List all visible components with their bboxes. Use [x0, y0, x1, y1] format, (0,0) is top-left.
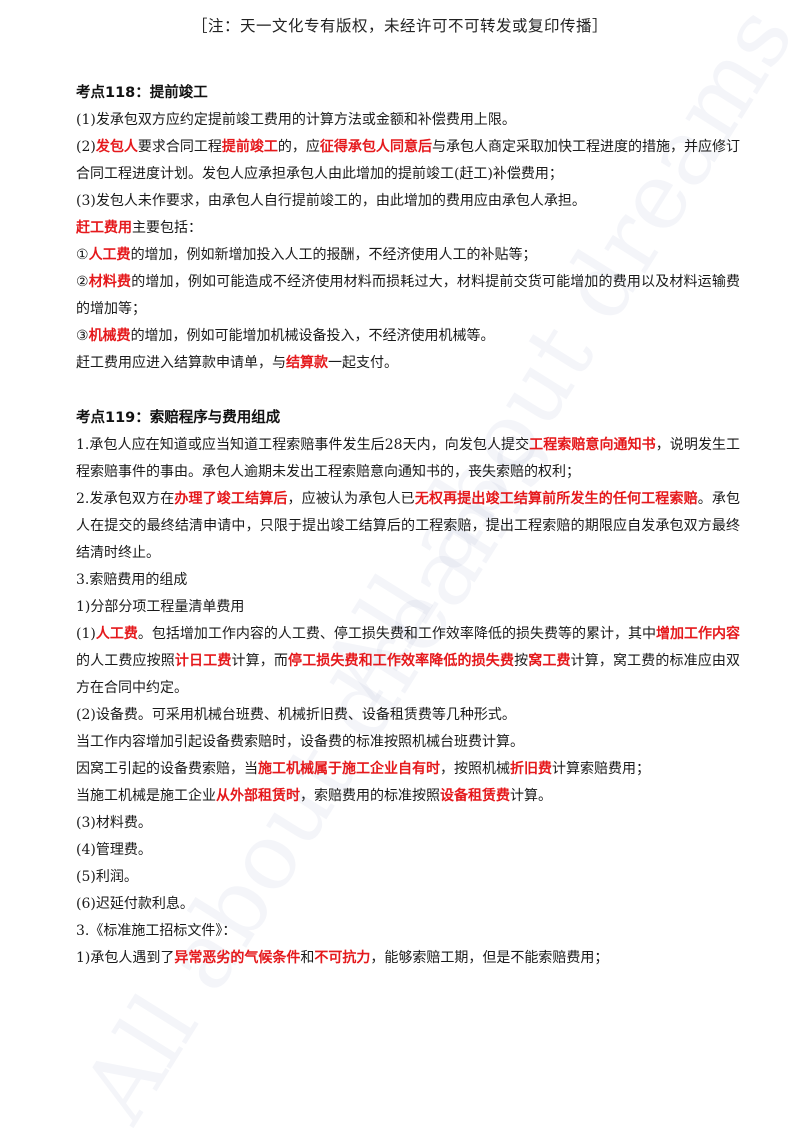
section-body: 1.承包人应在知道或应当知道工程索赔事件发生后28天内，向发包人提交工程索赔意向… [76, 432, 740, 972]
body-text: 要求合同工程 [137, 139, 222, 155]
highlight-text: 赶工费用 [76, 220, 132, 236]
highlight-text: 不可抗力 [314, 950, 371, 966]
paragraph: ③机械费的增加，例如可能增加机械设备投入，不经济使用机械等。 [76, 323, 740, 350]
body-text: (3)发包人未作要求，由承包人自行提前竣工的，由此增加的费用应由承包人承担。 [76, 193, 586, 209]
body-text: 主要包括： [132, 220, 202, 236]
body-text: (3)材料费。 [76, 815, 152, 831]
highlight-text: 设备租赁费 [440, 788, 510, 804]
paragraph: (1)人工费。包括增加工作内容的人工费、停工损失费和工作效率降低的损失费等的累计… [76, 621, 740, 702]
body-text: (5)利润。 [76, 869, 138, 885]
highlight-text: 折旧费 [510, 761, 552, 777]
paragraph: (3)材料费。 [76, 810, 740, 837]
highlight-text: 发包人 [95, 139, 138, 155]
paragraph: (1)发承包双方应约定提前竣工费用的计算方法或金额和补偿费用上限。 [76, 107, 740, 134]
body-text: (4)管理费。 [76, 842, 152, 858]
paragraph: (6)迟延付款利息。 [76, 891, 740, 918]
highlight-text: 人工费 [95, 626, 138, 642]
body-text: ，索赔费用的标准按照 [300, 788, 440, 804]
body-text: ，说明发生工程索赔事件的事由。承包人逾期未发出工程索赔意向通知书的，丧失索赔的权… [76, 437, 741, 480]
body-text: ，能够索赔工期，但是不能索赔费用； [370, 950, 609, 966]
highlight-text: 计日工费 [174, 653, 232, 669]
body-text: 当施工机械是施工企业 [76, 788, 216, 804]
section-body: (1)发承包双方应约定提前竣工费用的计算方法或金额和补偿费用上限。 (2)发包人要… [76, 107, 740, 377]
highlight-text: 机械费 [88, 328, 131, 344]
body-text: ，按照机械 [440, 761, 510, 777]
body-text: 1.承包人应在知道或应当知道工程索赔事件发生后28天内，向发包人提交 [76, 437, 530, 453]
highlight-text: 人工费 [88, 247, 131, 263]
paragraph: 因窝工引起的设备费索赔，当施工机械属于施工企业自有时，按照机械折旧费计算索赔费用… [76, 756, 740, 783]
highlight-text: 施工机械属于施工企业自有时 [258, 761, 440, 777]
body-text: 计算索赔费用； [552, 761, 650, 777]
highlight-text: 异常恶劣的气候条件 [174, 950, 301, 966]
paragraph: ①人工费的增加，例如新增加投入人工的报酬，不经济使用人工的补贴等； [76, 242, 740, 269]
body-text: 当工作内容增加引起设备费索赔时，设备费的标准按照机械台班费计算。 [76, 734, 524, 750]
body-text: 1)承包人遇到了 [76, 950, 175, 966]
paragraph: (2)发包人要求合同工程提前竣工的，应征得承包人同意后与承包人商定采取加快工程进… [76, 134, 740, 188]
body-text: 。包括增加工作内容的人工费、停工损失费和工作效率降低的损失费等的累计，其中 [137, 626, 656, 642]
body-text: 的人工费应按照 [76, 653, 175, 669]
highlight-text: 工程索赔意向通知书 [529, 437, 656, 453]
paragraph: 1.承包人应在知道或应当知道工程索赔事件发生后28天内，向发包人提交工程索赔意向… [76, 432, 740, 486]
highlight-text: 增加工作内容 [655, 626, 741, 642]
paragraph: (4)管理费。 [76, 837, 740, 864]
body-text: 3.索赔费用的组成 [76, 572, 188, 588]
body-text: ① [76, 247, 89, 263]
highlight-text: 材料费 [88, 274, 132, 290]
paragraph: 1)承包人遇到了异常恶劣的气候条件和不可抗力，能够索赔工期，但是不能索赔费用； [76, 945, 740, 972]
body-text: 与承包人商定采取加快工程进度的措施，并应修订合同工程进度计划。发包人应承担承包人… [76, 139, 741, 182]
body-text: (2)设备费。可采用机械台班费、机械折旧费、设备租赁费等几种形式。 [76, 707, 516, 723]
body-text: (1)发承包双方应约定提前竣工费用的计算方法或金额和补偿费用上限。 [76, 112, 516, 128]
highlight-text: 结算款 [286, 355, 328, 371]
section-118: 考点118：提前竣工 (1)发承包双方应约定提前竣工费用的计算方法或金额和补偿费… [76, 80, 740, 377]
paragraph: 1)分部分项工程量清单费用 [76, 594, 740, 621]
paragraph: 3.《标准施工招标文件》： [76, 918, 740, 945]
paragraph: 赶工费用主要包括： [76, 215, 740, 242]
body-text: 计算。 [510, 788, 552, 804]
body-text: 的增加，例如可能造成不经济使用材料而损耗过大，材料提前交货可能增加的费用以及材料… [76, 274, 741, 317]
document-content: 考点118：提前竣工 (1)发承包双方应约定提前竣工费用的计算方法或金额和补偿费… [76, 80, 740, 972]
body-text: 和 [300, 950, 315, 966]
paragraph: 赶工费用应进入结算款申请单，与结算款一起支付。 [76, 350, 740, 377]
paragraph: (3)发包人未作要求，由承包人自行提前竣工的，由此增加的费用应由承包人承担。 [76, 188, 740, 215]
body-text: 计算，窝工费的标准应由双方在合同中约定。 [76, 653, 741, 696]
highlight-text: 窝工费 [528, 653, 571, 669]
body-text: ③ [76, 328, 89, 344]
body-text: 的，应 [277, 139, 320, 155]
paragraph: 当工作内容增加引起设备费索赔时，设备费的标准按照机械台班费计算。 [76, 729, 740, 756]
body-text: (1) [76, 626, 96, 642]
body-text: ，应被认为承包人已 [287, 491, 415, 507]
body-text: 3.《标准施工招标文件》： [76, 923, 237, 939]
highlight-text: 提前竣工 [221, 139, 278, 155]
highlight-text: 从外部租赁时 [216, 788, 300, 804]
body-text: 的增加，例如新增加投入人工的报酬，不经济使用人工的补贴等； [130, 247, 537, 263]
highlight-text: 办理了竣工结算后 [174, 491, 288, 507]
document-page: All about dreams All about dreams ［注：天一文… [62, 0, 800, 1139]
highlight-text: 停工损失费和工作效率降低的损失费 [287, 653, 515, 669]
body-text: (6)迟延付款利息。 [76, 896, 194, 912]
paragraph: (2)设备费。可采用机械台班费、机械折旧费、设备租赁费等几种形式。 [76, 702, 740, 729]
paragraph: 3.索赔费用的组成 [76, 567, 740, 594]
body-text: 1)分部分项工程量清单费用 [76, 599, 245, 615]
copyright-notice: ［注：天一文化专有版权，未经许可不可转发或复印传播］ [191, 17, 608, 35]
body-text: 。承包人在提交的最终结清申请中，只限于提出竣工结算后的工程索赔，提出工程索赔的期… [76, 491, 741, 561]
paragraph: 2.发承包双方在办理了竣工结算后，应被认为承包人已无权再提出竣工结算前所发生的任… [76, 486, 740, 567]
body-text: 按 [514, 653, 529, 669]
paragraph: 当施工机械是施工企业从外部租赁时，索赔费用的标准按照设备租赁费计算。 [76, 783, 740, 810]
body-text: 计算，而 [231, 653, 288, 669]
paragraph: (5)利润。 [76, 864, 740, 891]
body-text: ② [76, 274, 89, 290]
body-text: 一起支付。 [328, 355, 398, 371]
body-text: 赶工费用应进入结算款申请单，与 [76, 355, 286, 371]
body-text: 2.发承包双方在 [76, 491, 175, 507]
section-spacer [76, 377, 740, 405]
body-text: 因窝工引起的设备费索赔，当 [76, 761, 258, 777]
body-text: (2) [76, 139, 96, 155]
section-heading: 考点118：提前竣工 [76, 85, 208, 101]
body-text: 的增加，例如可能增加机械设备投入，不经济使用机械等。 [130, 328, 495, 344]
highlight-text: 无权再提出竣工结算前所发生的任何工程索赔 [414, 491, 698, 507]
section-heading: 考点119：索赔程序与费用组成 [76, 410, 281, 426]
highlight-text: 征得承包人同意后 [319, 139, 432, 155]
section-119: 考点119：索赔程序与费用组成 1.承包人应在知道或应当知道工程索赔事件发生后2… [76, 405, 740, 972]
paragraph: ②材料费的增加，例如可能造成不经济使用材料而损耗过大，材料提前交货可能增加的费用… [76, 269, 740, 323]
